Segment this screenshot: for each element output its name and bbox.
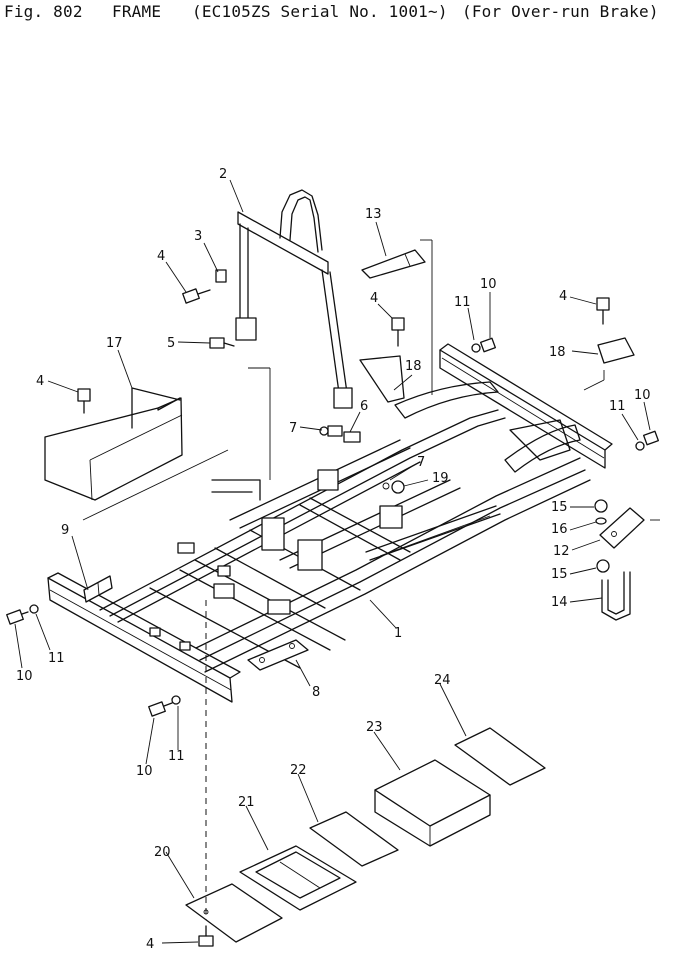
callout-18: 18	[549, 345, 566, 360]
callout-6: 6	[360, 399, 368, 414]
callout-11: 11	[48, 651, 65, 666]
callout-3: 3	[194, 229, 202, 244]
callout-2: 2	[219, 167, 227, 182]
bolt-4-left	[182, 288, 211, 304]
washer-11-c	[29, 604, 39, 614]
main-frame	[47, 343, 613, 703]
callout-10: 10	[480, 277, 497, 292]
leader-lines	[14, 179, 651, 944]
bolt-5	[209, 337, 235, 349]
nut-19	[382, 480, 405, 494]
bolt-4-right	[596, 297, 610, 325]
bracket-18-centre	[359, 355, 405, 403]
bracket-12	[599, 507, 645, 549]
bracket-9	[83, 575, 113, 603]
bolt-10-a	[480, 337, 496, 353]
callout-23: 23	[366, 720, 383, 735]
bracket-6	[343, 431, 361, 443]
callout-4: 4	[559, 289, 567, 304]
bolt-7	[319, 425, 343, 437]
rear-guard	[235, 189, 353, 409]
figure-title: FRAME	[112, 2, 162, 21]
figure-number: Fig. 802	[4, 2, 83, 21]
plate-22	[309, 811, 399, 867]
callout-20: 20	[154, 845, 171, 860]
washer-11-b	[635, 441, 645, 451]
callout-13: 13	[365, 207, 382, 222]
callout-15: 15	[551, 500, 568, 515]
callout-4: 4	[146, 937, 154, 952]
callout-16: 16	[551, 522, 568, 537]
bracket-8	[247, 639, 309, 671]
callout-9: 9	[61, 523, 69, 538]
u-bolt-14	[601, 571, 631, 621]
serial-range: (EC105ZS Serial No. 1001~)	[192, 2, 448, 21]
callout-11: 11	[609, 399, 626, 414]
callout-labels: 2 3 4 5 13 4 11 10 4 18 18 10 11 17 4 6 …	[16, 167, 651, 952]
bolt-10-b	[643, 430, 659, 446]
callout-24: 24	[434, 673, 451, 688]
callout-10: 10	[16, 669, 33, 684]
washer-16	[595, 517, 607, 525]
callout-4: 4	[370, 291, 378, 306]
callout-10: 10	[136, 764, 153, 779]
callout-10: 10	[634, 388, 651, 403]
plate-21	[239, 845, 357, 911]
callout-19: 19	[432, 471, 449, 486]
callout-17: 17	[106, 336, 123, 351]
plate-23	[374, 759, 491, 847]
assembly-lines	[82, 239, 660, 920]
washer-11-a	[471, 343, 481, 353]
bolt-4-upper	[391, 317, 405, 347]
plate-20	[185, 883, 283, 943]
cover-17	[44, 387, 183, 501]
plate-24	[454, 727, 546, 786]
callout-4: 4	[157, 249, 165, 264]
bracket-18-right	[597, 337, 635, 364]
callout-8: 8	[312, 685, 320, 700]
callout-15: 15	[551, 567, 568, 582]
callout-12: 12	[553, 544, 570, 559]
callout-11: 11	[168, 749, 185, 764]
callout-11: 11	[454, 295, 471, 310]
callout-4: 4	[36, 374, 44, 389]
callout-7: 7	[417, 455, 425, 470]
callout-5: 5	[167, 336, 175, 351]
brake-variant: (For Over-run Brake)	[462, 2, 659, 21]
callout-7: 7	[289, 421, 297, 436]
bracket-13	[361, 249, 426, 279]
bolt-10-c	[6, 609, 29, 625]
callout-14: 14	[551, 595, 568, 610]
callout-22: 22	[290, 763, 307, 778]
callout-1: 1	[394, 626, 402, 641]
nut-15-a	[594, 499, 608, 513]
washer-11-d	[171, 695, 181, 705]
bolt-4-bottom	[198, 925, 214, 947]
washer-3	[215, 269, 227, 283]
callout-21: 21	[238, 795, 255, 810]
bolt-10-d	[148, 701, 173, 717]
callout-18: 18	[405, 359, 422, 374]
bolt-4-cover	[77, 388, 91, 414]
nut-15-b	[596, 559, 610, 573]
